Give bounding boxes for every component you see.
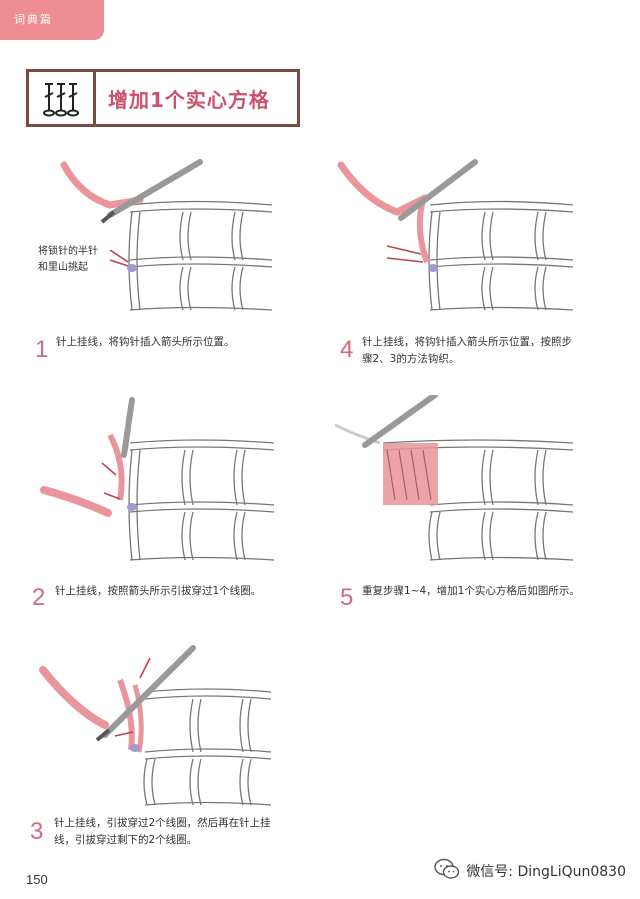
step-number: 5 <box>340 584 354 611</box>
step-1-illustration <box>60 159 273 311</box>
step-number: 2 <box>32 584 46 611</box>
step-3-illustration <box>39 645 272 806</box>
annotation-text: 将锁针的半针 和里山挑起 <box>38 246 98 273</box>
wechat-id: 微信号: DingLiQun0830 <box>466 864 626 880</box>
step-text: 重复步骤1~4，增加1个实心方格后如图所示。 <box>362 585 580 597</box>
section-tab: 词典篇 <box>0 0 104 40</box>
step-5-illustration <box>335 395 574 561</box>
wechat-watermark: 微信号: DingLiQun0830 <box>434 858 626 884</box>
step-text: 针上挂线，按照箭头所示引拔穿过1个线圈。 <box>55 585 262 597</box>
step-4-illustration <box>337 159 574 311</box>
page-number: 150 <box>26 872 48 887</box>
page-title: 增加1个实心方格 <box>108 87 270 112</box>
step-number: 1 <box>35 336 49 363</box>
step-number: 3 <box>30 818 44 845</box>
wechat-icon <box>434 858 460 884</box>
stitch-symbol-icon <box>29 72 96 124</box>
title-box: 增加1个实心方格 <box>26 69 300 127</box>
step-text: 针上挂线，将钩针插入箭头所示位置，按照步 骤2、3的方法钩织。 <box>362 336 572 365</box>
step-number: 4 <box>340 336 354 363</box>
step-text: 针上挂线，将钩针插入箭头所示位置。 <box>56 336 235 348</box>
step-2-illustration <box>40 397 275 561</box>
step-text: 针上挂线，引拔穿过2个线圈，然后再在针上挂 线，引拔穿过剩下的2个线圈。 <box>54 817 271 846</box>
